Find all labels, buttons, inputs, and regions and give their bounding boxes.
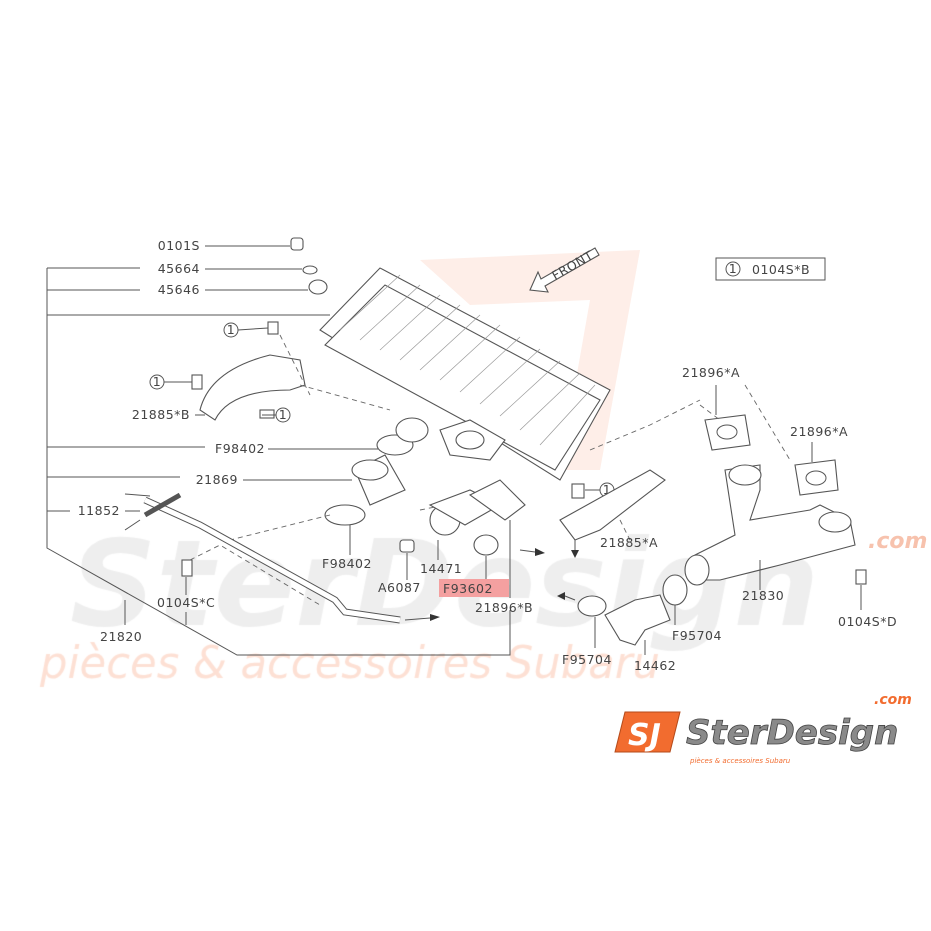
bracket-ticks bbox=[47, 267, 330, 512]
callout-1-c: 1 bbox=[262, 407, 291, 423]
label-21896a-1: 21896*A bbox=[682, 365, 740, 380]
bolt-0104s-c bbox=[181, 559, 193, 577]
legend-code: 0104S*B bbox=[752, 262, 810, 277]
label-45646: 45646 bbox=[158, 282, 200, 297]
part-labels: 0101S 45664 45646 21885*B F98402 21869 1… bbox=[78, 238, 897, 673]
label-14471: 14471 bbox=[420, 561, 462, 576]
callout_symbol: 1 bbox=[153, 374, 161, 389]
leader-lines-top bbox=[205, 245, 308, 291]
label-21820: 21820 bbox=[100, 629, 142, 644]
label-0101s: 0101S bbox=[158, 238, 200, 253]
logo-letters: SJ bbox=[628, 718, 661, 753]
bolt-0104s-d bbox=[855, 569, 867, 585]
callout-1-b: 1 bbox=[149, 374, 192, 390]
pipe-11852 bbox=[124, 492, 440, 624]
label-f98402-lower: F98402 bbox=[322, 556, 372, 571]
logo-name: SterDesign bbox=[686, 713, 898, 753]
callout_symbol: 1 bbox=[279, 407, 287, 422]
washer-45664 bbox=[302, 265, 318, 275]
bracket-21885b bbox=[191, 321, 306, 421]
label-0104s-c: 0104S*C bbox=[157, 595, 215, 610]
pipe-14462 bbox=[604, 594, 671, 646]
legend-box: 1 0104S*B bbox=[715, 257, 826, 281]
intercooler bbox=[319, 267, 611, 481]
gasket-21896b bbox=[468, 479, 526, 521]
callout_symbol: 1 bbox=[603, 482, 611, 497]
bracket-21885a bbox=[559, 469, 666, 541]
label-14462: 14462 bbox=[634, 658, 676, 673]
callout-1-a: 1 bbox=[223, 322, 269, 338]
logo-domain: .com bbox=[874, 692, 912, 708]
hose-21869 bbox=[351, 417, 429, 506]
group-bracket bbox=[46, 268, 511, 656]
logo-tagline: pièces & accessoires Subaru bbox=[689, 757, 791, 765]
highlight-f93602 bbox=[439, 579, 509, 597]
clamp-f95704-right bbox=[662, 574, 688, 606]
sterdesign-logo: SJ SterDesign .com pièces & accessoires … bbox=[614, 692, 912, 765]
label-45664: 45664 bbox=[158, 261, 200, 276]
label-21896b: 21896*B bbox=[475, 600, 533, 615]
bolt-0101s bbox=[290, 237, 304, 251]
legend-symbol: 1 bbox=[729, 261, 737, 276]
label-11852: 11852 bbox=[78, 503, 120, 518]
grommet-45646 bbox=[308, 279, 328, 295]
label-f93602: F93602 bbox=[443, 581, 493, 596]
seal-f93602 bbox=[473, 534, 499, 556]
label-f95704-right: F95704 bbox=[672, 628, 722, 643]
gasket-21896a-2 bbox=[794, 459, 839, 496]
label-21885a: 21885*A bbox=[600, 535, 658, 550]
label-0104s-d: 0104S*D bbox=[838, 614, 897, 629]
watermark-domain: .com bbox=[868, 529, 927, 554]
label-21869: 21869 bbox=[196, 472, 238, 487]
clamp-f95704-left bbox=[577, 595, 607, 617]
gasket-21896a-1 bbox=[704, 414, 751, 451]
bolt-a6087 bbox=[399, 539, 415, 553]
label-f98402-upper: F98402 bbox=[215, 441, 265, 456]
label-a6087: A6087 bbox=[378, 580, 421, 595]
label-21830: 21830 bbox=[742, 588, 784, 603]
label-f95704-left: F95704 bbox=[562, 652, 612, 667]
clamp-f98402-lower bbox=[324, 504, 366, 526]
label-21885b: 21885*B bbox=[132, 407, 190, 422]
label-21896a-2: 21896*A bbox=[790, 424, 848, 439]
pipe-21830 bbox=[684, 464, 856, 586]
callout_symbol: 1 bbox=[227, 322, 235, 337]
